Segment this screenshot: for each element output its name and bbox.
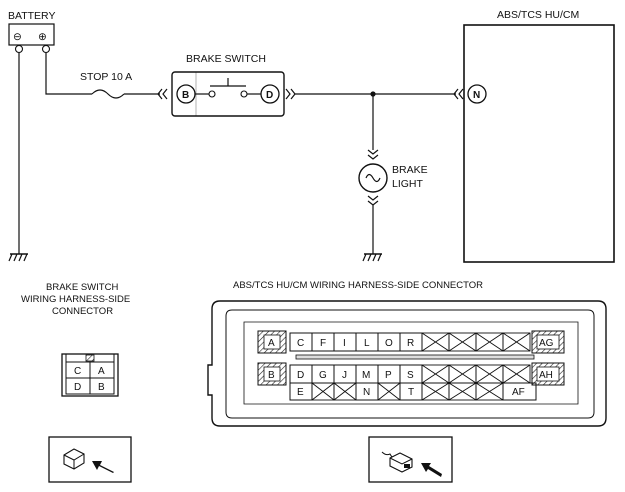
battery: BATTERY ⊖ ⊕ (8, 10, 55, 54)
abs-row2-cells: D G J M P S (289, 364, 531, 384)
abs-unit-label: ABS/TCS HU/CM (497, 9, 579, 21)
battery-ground-wire (8, 52, 28, 262)
abs-pin-a: A (268, 338, 275, 349)
abs-tcs-unit: ABS/TCS HU/CM N (463, 9, 615, 263)
abs-row1-cells: C F I L O R (289, 332, 531, 352)
view-direction-arrow-icon (368, 436, 453, 483)
bs-pin-a: A (98, 366, 105, 377)
fuse-icon (91, 89, 125, 99)
abs-pin-l: L (364, 338, 370, 349)
brake-light-branch: BRAKE LIGHT (358, 94, 428, 262)
abs-pin-ag: AG (539, 338, 554, 349)
signal-wire (295, 88, 464, 100)
abs-pin-m: M (362, 370, 370, 381)
brake-switch-connector: BRAKE SWITCH WIRING HARNESS-SIDE CONNECT… (21, 282, 130, 397)
ground-symbol-icon (362, 253, 382, 262)
battery-plus-terminal: ⊕ (38, 31, 47, 43)
view-direction-arrow-icon (48, 436, 132, 483)
abs-pin-n: N (363, 387, 370, 398)
abs-pin-b: B (268, 370, 275, 381)
abs-pin-c: C (297, 338, 304, 349)
abs-pin-af: AF (512, 387, 525, 398)
bs-pin-d: D (74, 382, 81, 393)
abs-pin-j: J (342, 370, 347, 381)
abs-pin-d: D (297, 370, 304, 381)
abs-terminal-n: N (473, 90, 480, 101)
abs-pin-e: E (297, 387, 304, 398)
battery-label: BATTERY (8, 10, 55, 22)
abs-pin-ah: AH (539, 370, 553, 381)
brake-light-label-line2: LIGHT (392, 178, 424, 190)
fuse-label: STOP 10 A (80, 71, 132, 83)
abs-pin-t: T (408, 387, 414, 398)
abs-connector-title: ABS/TCS HU/CM WIRING HARNESS-SIDE CONNEC… (233, 280, 483, 291)
abs-pin-f: F (320, 338, 326, 349)
brake-switch: BRAKE SWITCH B D (171, 53, 296, 117)
battery-minus-terminal: ⊖ (13, 31, 22, 43)
abs-pin-p: P (385, 370, 392, 381)
bs-connector-title-3: CONNECTOR (52, 306, 113, 317)
abs-row3-cells: E N T AF (289, 382, 537, 401)
brake-switch-label: BRAKE SWITCH (186, 53, 266, 65)
bs-connector-title-2: WIRING HARNESS-SIDE (21, 294, 130, 305)
bs-connector-title-1: BRAKE SWITCH (46, 282, 118, 293)
bs-pin-c: C (74, 366, 81, 377)
abs-pin-g: G (319, 370, 327, 381)
bs-pin-b: B (98, 382, 105, 393)
ground-symbol-icon (8, 253, 28, 262)
abs-connector: ABS/TCS HU/CM WIRING HARNESS-SIDE CONNEC… (207, 280, 607, 427)
abs-pin-o: O (385, 338, 393, 349)
abs-pin-r: R (407, 338, 414, 349)
lamp-icon (358, 163, 388, 193)
switch-terminal-b: B (182, 90, 189, 101)
abs-pin-i: I (343, 338, 346, 349)
switch-terminal-d: D (266, 90, 273, 101)
abs-pin-s: S (407, 370, 414, 381)
power-wire: STOP 10 A (45, 52, 168, 100)
brake-light-label-line1: BRAKE (392, 164, 428, 176)
